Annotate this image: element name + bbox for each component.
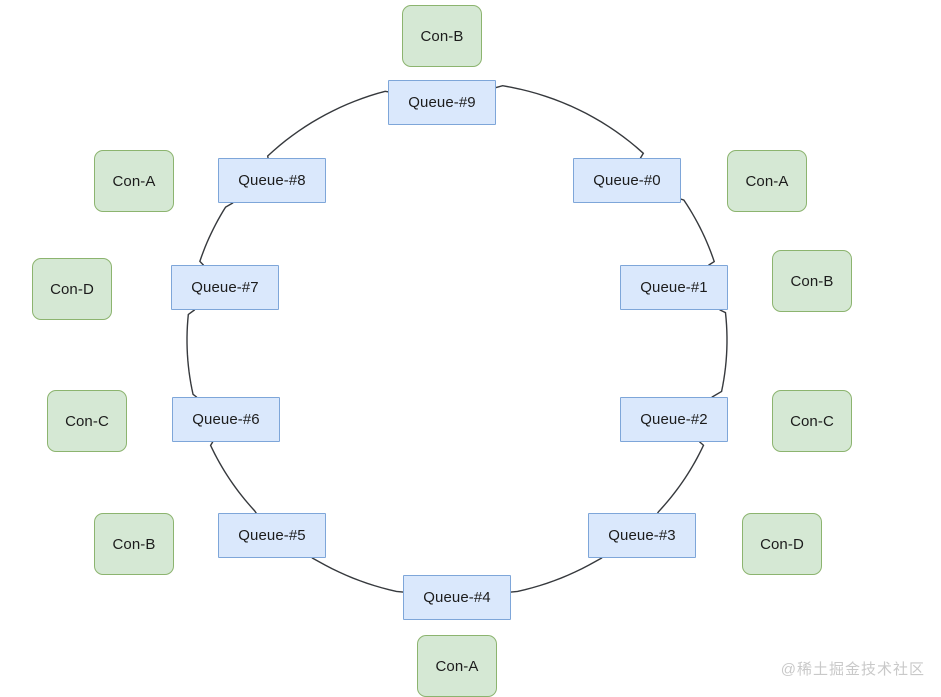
- consumer-node-0[interactable]: Con-B: [402, 5, 482, 67]
- queue-node-0[interactable]: Queue-#0: [573, 158, 681, 203]
- consumer-node-3[interactable]: Con-C: [772, 390, 852, 452]
- consumer-node-label: Con-C: [790, 412, 834, 430]
- queue-node-label: Queue-#4: [423, 589, 491, 606]
- consumer-node-label: Con-B: [112, 535, 156, 553]
- queue-node-7[interactable]: Queue-#7: [171, 265, 279, 310]
- ring-arc-9: [495, 84, 645, 159]
- queue-node-label: Queue-#9: [408, 94, 476, 111]
- queue-node-label: Queue-#3: [608, 527, 676, 544]
- queue-node-label: Queue-#6: [192, 411, 260, 428]
- consumer-node-8[interactable]: Con-D: [32, 258, 112, 320]
- consumer-node-label: Con-C: [65, 412, 109, 430]
- consumer-node-label: Con-A: [745, 172, 789, 190]
- consumer-node-label: Con-B: [790, 272, 834, 290]
- ring-arc-4: [311, 557, 404, 593]
- queue-node-label: Queue-#7: [191, 279, 259, 296]
- queue-node-6[interactable]: Queue-#6: [172, 397, 280, 442]
- ring-arc-6: [186, 309, 198, 398]
- queue-node-label: Queue-#8: [238, 172, 306, 189]
- queue-node-1[interactable]: Queue-#1: [620, 265, 728, 310]
- queue-node-3[interactable]: Queue-#3: [588, 513, 696, 558]
- ring-arc-5: [209, 441, 257, 514]
- ring-arc-7: [199, 202, 234, 266]
- queue-node-2[interactable]: Queue-#2: [620, 397, 728, 442]
- consumer-node-9[interactable]: Con-A: [94, 150, 174, 212]
- ring-arc-1: [711, 309, 728, 398]
- consumer-node-label: Con-D: [760, 535, 804, 553]
- consumer-node-4[interactable]: Con-D: [742, 513, 822, 575]
- queue-node-5[interactable]: Queue-#5: [218, 513, 326, 558]
- consumer-node-7[interactable]: Con-C: [47, 390, 127, 452]
- consumer-node-1[interactable]: Con-A: [727, 150, 807, 212]
- queue-node-8[interactable]: Queue-#8: [218, 158, 326, 203]
- queue-node-label: Queue-#1: [640, 279, 708, 296]
- consumer-node-5[interactable]: Con-A: [417, 635, 497, 697]
- ring-arc-8: [266, 90, 389, 159]
- queue-node-9[interactable]: Queue-#9: [388, 80, 496, 125]
- queue-node-label: Queue-#2: [640, 411, 708, 428]
- queue-node-4[interactable]: Queue-#4: [403, 575, 511, 620]
- consumer-node-label: Con-A: [435, 657, 479, 675]
- ring-arc-2: [656, 441, 705, 514]
- consumer-node-label: Con-A: [112, 172, 156, 190]
- consumer-node-label: Con-D: [50, 280, 94, 298]
- consumer-node-2[interactable]: Con-B: [772, 250, 852, 312]
- consumer-node-label: Con-B: [420, 27, 464, 45]
- consumer-node-6[interactable]: Con-B: [94, 513, 174, 575]
- ring-arc-0: [680, 198, 716, 266]
- watermark-label: @稀土掘金技术社区: [780, 661, 925, 678]
- queue-node-label: Queue-#5: [238, 527, 306, 544]
- ring-arc-3: [510, 557, 603, 593]
- queue-node-label: Queue-#0: [593, 172, 661, 189]
